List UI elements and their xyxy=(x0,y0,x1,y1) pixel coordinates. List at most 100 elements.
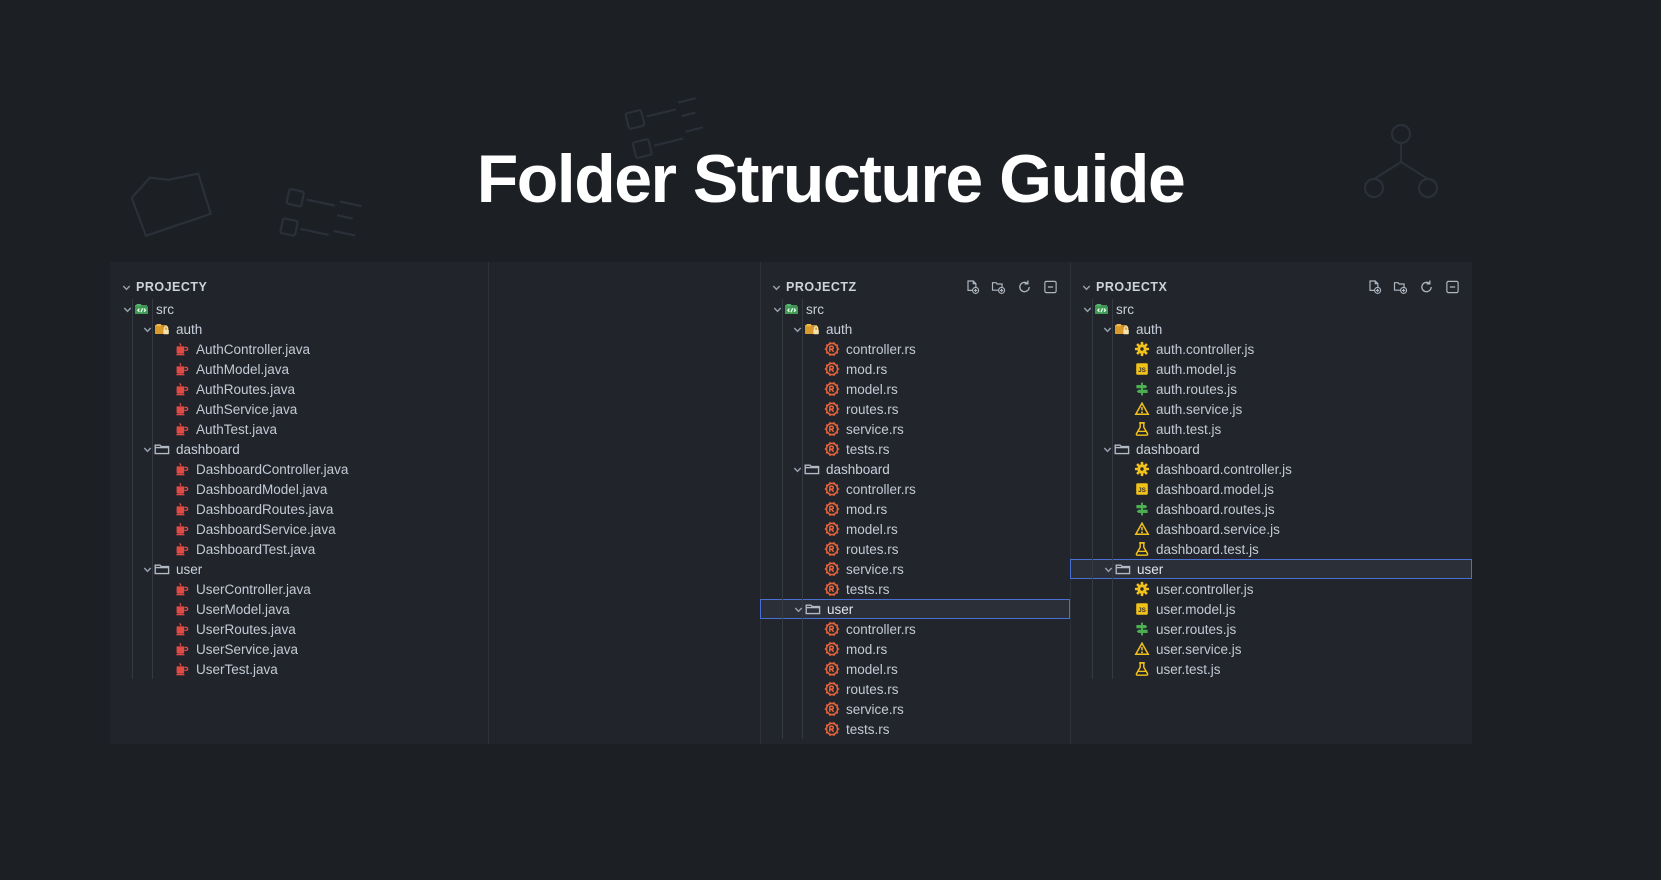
chevron-down-icon[interactable] xyxy=(1101,564,1115,575)
tree-file-row[interactable]: tests.rs xyxy=(760,439,1070,459)
chevron-down-icon[interactable] xyxy=(1080,304,1094,315)
tree-file-row[interactable]: routes.rs xyxy=(760,679,1070,699)
tree-file-row[interactable]: UserModel.java xyxy=(110,599,488,619)
tree-folder-row[interactable]: auth xyxy=(760,319,1070,339)
tree-header-projectx[interactable]: PROJECTX xyxy=(1070,276,1472,298)
tree-header-projecty[interactable]: PROJECTY xyxy=(110,276,488,298)
tree-file-row[interactable]: service.rs xyxy=(760,699,1070,719)
tree-file-row[interactable]: routes.rs xyxy=(760,399,1070,419)
auth-folder-icon xyxy=(1114,321,1130,337)
tree-file-row[interactable]: AuthModel.java xyxy=(110,359,488,379)
tree-file-row[interactable]: user.controller.js xyxy=(1070,579,1472,599)
tree-folder-row[interactable]: dashboard xyxy=(110,439,488,459)
collapse-all-icon[interactable] xyxy=(1043,280,1058,295)
new-file-icon[interactable] xyxy=(1367,280,1382,295)
chevron-down-icon[interactable] xyxy=(1100,324,1114,335)
tree-file-row[interactable]: controller.rs xyxy=(760,339,1070,359)
tree-file-row[interactable]: dashboard.test.js xyxy=(1070,539,1472,559)
refresh-icon[interactable] xyxy=(1419,280,1434,295)
chevron-down-icon[interactable] xyxy=(770,304,784,315)
tree-file-row[interactable]: AuthService.java xyxy=(110,399,488,419)
chevron-down-icon[interactable] xyxy=(140,324,154,335)
refresh-icon[interactable] xyxy=(1017,280,1032,295)
chevron-down-icon[interactable] xyxy=(790,324,804,335)
tree-file-row[interactable]: user.test.js xyxy=(1070,659,1472,679)
chevron-down-icon[interactable] xyxy=(1078,282,1094,293)
chevron-down-icon[interactable] xyxy=(790,464,804,475)
tree-file-row[interactable]: UserController.java xyxy=(110,579,488,599)
tree-folder-row[interactable]: user xyxy=(110,559,488,579)
src-folder-icon xyxy=(134,301,150,317)
new-folder-icon[interactable] xyxy=(991,280,1006,295)
tree-file-row[interactable]: DashboardTest.java xyxy=(110,539,488,559)
tree-file-row[interactable]: tests.rs xyxy=(760,719,1070,739)
tree-folder-row[interactable]: dashboard xyxy=(760,459,1070,479)
tree-file-row[interactable]: DashboardService.java xyxy=(110,519,488,539)
chevron-down-icon[interactable] xyxy=(768,282,784,293)
tree-file-row[interactable]: UserRoutes.java xyxy=(110,619,488,639)
tree-file-row[interactable]: model.rs xyxy=(760,519,1070,539)
chevron-down-icon[interactable] xyxy=(118,282,134,293)
tree-item-label: AuthTest.java xyxy=(196,421,278,437)
gear-icon xyxy=(1134,581,1150,597)
tree-file-row[interactable]: dashboard.service.js xyxy=(1070,519,1472,539)
new-file-icon[interactable] xyxy=(965,280,980,295)
tree-folder-row[interactable]: dashboard xyxy=(1070,439,1472,459)
tree-file-row[interactable]: service.rs xyxy=(760,419,1070,439)
tree-folder-row[interactable]: user xyxy=(1070,559,1472,579)
tree-item-label: auth xyxy=(1136,321,1163,337)
tree-folder-row[interactable]: src xyxy=(760,299,1070,319)
chevron-down-icon[interactable] xyxy=(140,564,154,575)
chevron-down-icon[interactable] xyxy=(1100,444,1114,455)
tree-file-row[interactable]: DashboardModel.java xyxy=(110,479,488,499)
tree-file-row[interactable]: auth.routes.js xyxy=(1070,379,1472,399)
rust-icon xyxy=(824,681,840,697)
chevron-down-icon[interactable] xyxy=(120,304,134,315)
auth-folder-icon xyxy=(804,321,820,337)
tree-file-row[interactable]: AuthController.java xyxy=(110,339,488,359)
chevron-down-icon[interactable] xyxy=(791,604,805,615)
tree-file-row[interactable]: user.service.js xyxy=(1070,639,1472,659)
tree-file-row[interactable]: dashboard.routes.js xyxy=(1070,499,1472,519)
tree-file-row[interactable]: routes.rs xyxy=(760,539,1070,559)
tree-file-row[interactable]: AuthTest.java xyxy=(110,419,488,439)
tree-file-row[interactable]: mod.rs xyxy=(760,639,1070,659)
tree-file-row[interactable]: auth.controller.js xyxy=(1070,339,1472,359)
tree-folder-row[interactable]: user xyxy=(760,599,1070,619)
tree-folder-row[interactable]: src xyxy=(110,299,488,319)
tree-item-label: user xyxy=(1137,561,1164,577)
tree-file-row[interactable]: mod.rs xyxy=(760,499,1070,519)
tree-file-row[interactable]: controller.rs xyxy=(760,619,1070,639)
tree-header-label: PROJECTY xyxy=(136,280,208,294)
chevron-down-icon[interactable] xyxy=(140,444,154,455)
collapse-all-icon[interactable] xyxy=(1445,280,1460,295)
tree-file-row[interactable]: model.rs xyxy=(760,659,1070,679)
tree-item-label: dashboard xyxy=(176,441,240,457)
tree-folder-row[interactable]: src xyxy=(1070,299,1472,319)
tree-file-row[interactable]: DashboardRoutes.java xyxy=(110,499,488,519)
tree-file-row[interactable]: auth.service.js xyxy=(1070,399,1472,419)
tree-file-row[interactable]: service.rs xyxy=(760,559,1070,579)
tree-file-row[interactable]: model.rs xyxy=(760,379,1070,399)
tree-folder-row[interactable]: auth xyxy=(1070,319,1472,339)
tree-file-row[interactable]: auth.test.js xyxy=(1070,419,1472,439)
tree-file-row[interactable]: mod.rs xyxy=(760,359,1070,379)
tree-header-projectz[interactable]: PROJECTZ xyxy=(760,276,1070,298)
tree-file-row[interactable]: user.routes.js xyxy=(1070,619,1472,639)
new-folder-icon[interactable] xyxy=(1393,280,1408,295)
tree-folder-row[interactable]: auth xyxy=(110,319,488,339)
tree-item-label: tests.rs xyxy=(846,581,890,597)
tree-file-row[interactable]: AuthRoutes.java xyxy=(110,379,488,399)
tree-file-row[interactable]: controller.rs xyxy=(760,479,1070,499)
tree-file-row[interactable]: UserService.java xyxy=(110,639,488,659)
tree-file-row[interactable]: dashboard.controller.js xyxy=(1070,459,1472,479)
tree-file-row[interactable]: UserTest.java xyxy=(110,659,488,679)
tree-file-row[interactable]: DashboardController.java xyxy=(110,459,488,479)
indent-guide xyxy=(132,299,133,679)
tree-file-row[interactable]: tests.rs xyxy=(760,579,1070,599)
